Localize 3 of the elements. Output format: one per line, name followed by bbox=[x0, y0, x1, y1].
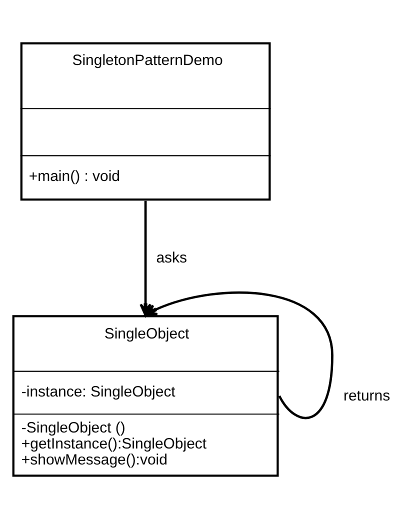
arrow bbox=[144, 292, 334, 420]
edge-label: returns bbox=[344, 387, 390, 404]
edge-label: asks bbox=[156, 249, 188, 266]
